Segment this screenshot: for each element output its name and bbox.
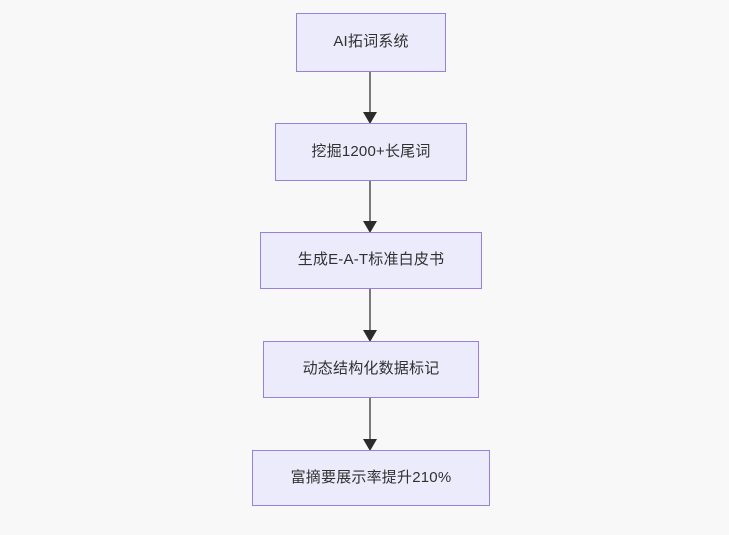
flow-edge-node1-to-node2 (363, 181, 377, 233)
flow-node-label: AI拓词系统 (333, 33, 409, 51)
flow-node-label: 生成E-A-T标准白皮书 (297, 251, 445, 269)
flow-edge-node0-to-node1 (363, 72, 377, 124)
arrowhead-icon (363, 330, 377, 342)
arrowhead-icon (363, 112, 377, 124)
flow-node-dynamic-structured-data-markup[interactable]: 动态结构化数据标记 (263, 341, 479, 398)
flow-node-ai-keyword-system[interactable]: AI拓词系统 (296, 13, 446, 72)
flow-edge-node2-to-node3 (363, 289, 377, 342)
flow-node-rich-snippet-impression-uplift[interactable]: 富摘要展示率提升210% (252, 450, 490, 506)
flow-node-label: 挖掘1200+长尾词 (311, 142, 431, 160)
flow-node-mine-longtail-keywords[interactable]: 挖掘1200+长尾词 (275, 123, 467, 181)
flow-node-label: 动态结构化数据标记 (302, 360, 440, 378)
arrowhead-icon (363, 221, 377, 233)
flow-node-label: 富摘要展示率提升210% (290, 468, 452, 486)
arrowhead-icon (363, 439, 377, 451)
flow-edge-node3-to-node4 (363, 398, 377, 451)
flow-node-generate-eat-whitepaper[interactable]: 生成E-A-T标准白皮书 (260, 232, 482, 289)
